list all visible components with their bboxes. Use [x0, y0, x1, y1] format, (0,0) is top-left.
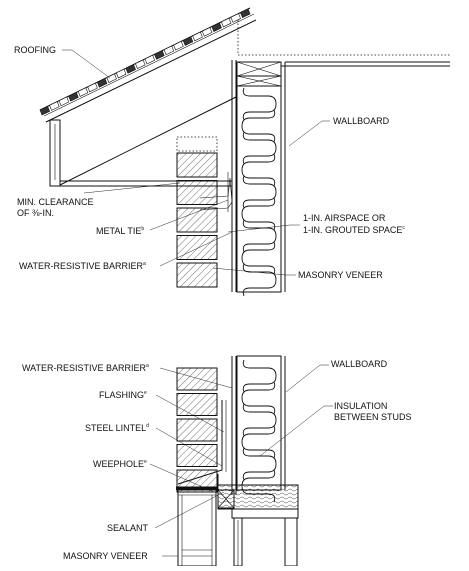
shingle	[192, 31, 203, 42]
shingle	[230, 13, 241, 23]
shingle	[68, 91, 79, 102]
label-min-clearance: MIN. CLEARANCE	[17, 197, 94, 207]
label-masonry-veneer-upper: MASONRY VENEER	[298, 270, 383, 280]
brick	[176, 152, 218, 178]
insulation-batt-fold	[242, 403, 277, 437]
insulation-batt-fold	[242, 447, 277, 481]
insulation-batt-fold	[242, 87, 277, 121]
label-between-studs: BETWEEN STUDS	[334, 412, 412, 422]
flashing	[177, 400, 223, 485]
lower-detail: WATER-RESISTIVE BARRIERa WALLBOARD FLASH…	[22, 355, 412, 567]
lower-insulation	[241, 359, 277, 503]
shingle	[154, 50, 165, 60]
shingle	[144, 54, 156, 65]
brick	[176, 180, 218, 205]
lower-brick-veneer	[176, 367, 218, 493]
label-flashing: FLASHINGe	[99, 390, 147, 400]
insulation-batt-fold	[241, 153, 276, 187]
label-roofing: ROOFING	[14, 45, 56, 55]
insulation-batt-fold	[242, 263, 277, 297]
insulation-batt-fold	[242, 175, 277, 209]
shingle	[96, 78, 108, 88]
shingle	[173, 40, 184, 51]
shingle	[163, 45, 175, 56]
label-grouted-space: 1-IN. GROUTED SPACEc	[303, 225, 405, 235]
label-metal-tie: METAL TIEb	[96, 226, 144, 236]
label-insulation: INSULATION	[334, 401, 387, 411]
label-steel-lintel: STEEL LINTELd	[85, 423, 149, 433]
shingle	[87, 82, 98, 93]
shingle	[182, 36, 194, 46]
shingle	[201, 27, 213, 37]
shingle	[39, 105, 51, 116]
shingle	[115, 68, 127, 79]
upper-leaders	[62, 49, 330, 276]
insulation-batt-fold	[241, 381, 276, 415]
label-wrb-lower: WATER-RESISTIVE BARRIERa	[22, 363, 149, 373]
upper-wall-framing	[231, 60, 450, 293]
upper-stud-cavity	[236, 61, 282, 293]
brick	[176, 444, 218, 467]
brick	[176, 262, 218, 288]
insulation-batt-fold	[241, 197, 276, 231]
shingle	[220, 17, 232, 28]
insulation-batt-fold	[242, 131, 277, 165]
shingle	[125, 64, 136, 74]
brick	[176, 235, 218, 260]
brick	[176, 367, 218, 391]
label-sealant: SEALANT	[107, 523, 149, 533]
brick	[176, 393, 218, 416]
window-header-framing	[217, 484, 299, 567]
shingle	[240, 8, 251, 19]
insulation-batt-fold	[241, 425, 276, 459]
lower-leaders	[149, 364, 333, 557]
metal-tie	[199, 172, 233, 212]
top-brick-outline	[176, 136, 218, 152]
upper-brick-veneer	[176, 152, 218, 288]
label-wrb-upper: WATER-RESISTIVE BARRIERa	[19, 261, 146, 271]
lower-wall-framing	[231, 355, 286, 495]
brick	[176, 207, 218, 233]
label-masonry-veneer-lower: MASONRY VENEER	[63, 551, 148, 561]
lower-stud-cavity	[236, 355, 282, 491]
upper-detail: ROOFING WALLBOARD MIN. CLEARANCE OF ⅜-IN…	[14, 7, 450, 297]
insulation-batt-fold	[242, 359, 277, 393]
shingle	[106, 73, 117, 83]
shingle	[211, 22, 222, 32]
label-airspace: 1-IN. AIRSPACE OR	[303, 213, 386, 223]
insulation-batt-fold	[242, 219, 277, 253]
shingle	[58, 96, 70, 107]
roofing-shingles	[39, 8, 251, 116]
shingle	[49, 101, 60, 111]
label-min-clearance-value: OF ⅜-IN.	[17, 208, 54, 218]
insulation-batt-fold	[241, 109, 276, 143]
label-weephole: WEEPHOLEe	[93, 459, 147, 469]
label-wallboard-lower: WALLBOARD	[331, 359, 388, 369]
window-frame	[177, 489, 217, 567]
shingle	[77, 87, 89, 97]
shingle	[135, 59, 146, 70]
brick	[176, 418, 218, 442]
roof-assembly	[39, 7, 450, 187]
insulation-batt-fold	[241, 241, 276, 275]
label-wallboard-upper: WALLBOARD	[333, 116, 390, 126]
fascia-board	[49, 119, 61, 187]
upper-insulation	[241, 87, 277, 297]
lintel-flange	[176, 487, 218, 490]
